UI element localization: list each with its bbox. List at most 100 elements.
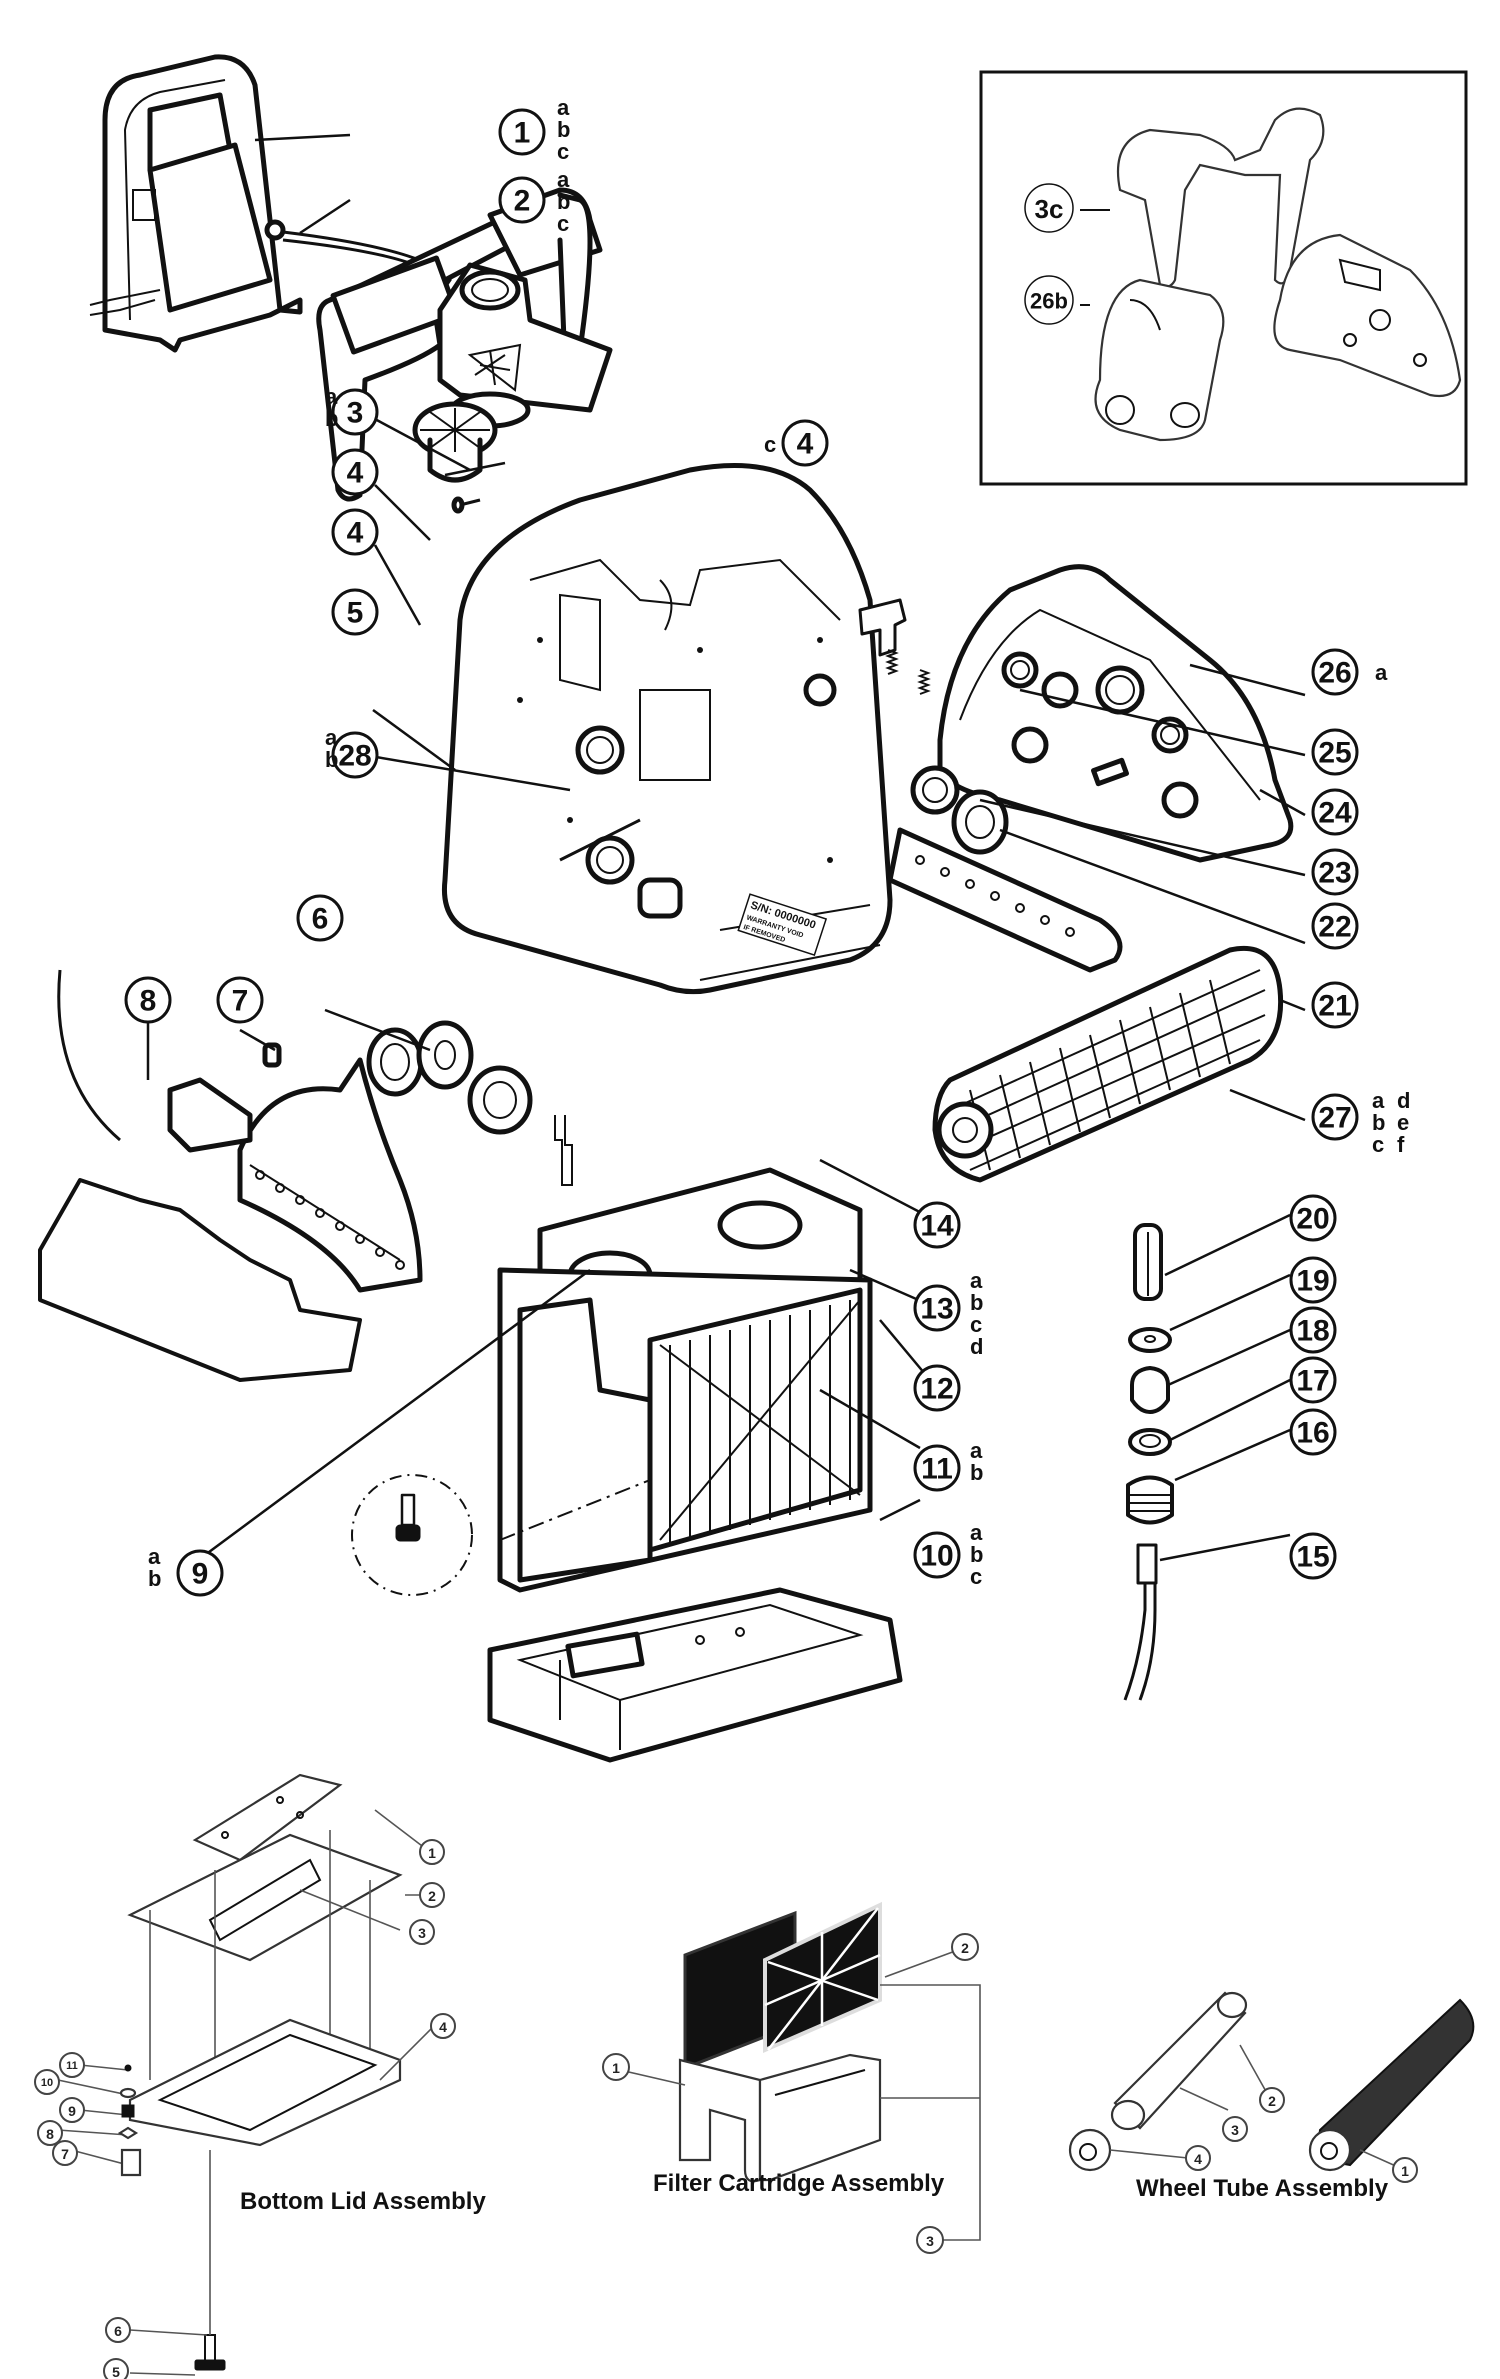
svg-text:c: c	[970, 1312, 982, 1337]
left-wheels	[366, 1020, 533, 1135]
svg-text:3: 3	[347, 397, 364, 430]
svg-text:9: 9	[68, 2103, 76, 2119]
svg-text:2: 2	[1268, 2093, 1276, 2109]
svg-text:f: f	[1397, 1132, 1405, 1157]
svg-text:b: b	[325, 406, 338, 431]
svg-text:c: c	[970, 1564, 982, 1589]
svg-text:a: a	[970, 1268, 983, 1293]
filter-pod	[497, 1167, 873, 1593]
wheel-tube-callout-2: 2	[1259, 2087, 1285, 2113]
svg-text:23: 23	[1318, 857, 1351, 890]
svg-text:3c: 3c	[1035, 194, 1064, 224]
motor-block: S/N: 0000000 WARRANTY VOID IF REMOVED	[441, 463, 893, 995]
wheel-tube-callout-1: 1	[1392, 2157, 1418, 2183]
svg-text:18: 18	[1296, 1315, 1329, 1348]
filter-cartridge-assembly-title: Filter Cartridge Assembly	[653, 2170, 945, 2197]
svg-text:20: 20	[1296, 1203, 1329, 1236]
callout-15: 15	[1289, 1532, 1337, 1580]
svg-text:10: 10	[41, 2077, 53, 2089]
svg-text:2: 2	[428, 1888, 436, 1904]
diffuser	[554, 1115, 573, 1186]
callout-25: 25	[1311, 728, 1359, 776]
bottom-lid-callout-5: 5	[103, 2358, 129, 2379]
svg-text:25: 25	[1318, 737, 1351, 770]
svg-text:c: c	[557, 139, 569, 164]
bottom-lid-callout-11: 11	[59, 2052, 85, 2078]
callout-3c: 3c	[1024, 183, 1074, 233]
svg-text:c: c	[557, 211, 569, 236]
svg-text:b: b	[557, 117, 570, 142]
check-valve-detail	[351, 1474, 473, 1596]
filter-callout-1: 1	[602, 2053, 630, 2081]
callout-26b: 26b	[1024, 275, 1074, 325]
svg-text:1: 1	[1401, 2163, 1409, 2179]
svg-text:b: b	[970, 1542, 983, 1567]
callout-16: 16	[1289, 1408, 1337, 1456]
svg-text:b: b	[557, 189, 570, 214]
bottom-lid-callout-7: 7	[52, 2140, 78, 2166]
svg-text:1: 1	[514, 117, 531, 150]
svg-text:3: 3	[418, 1925, 426, 1941]
callout-12: 12	[913, 1364, 961, 1412]
bottom-lid-callout-8: 8	[37, 2120, 63, 2146]
callout-20: 20	[1289, 1194, 1337, 1242]
callout-28: 28 a b	[325, 725, 379, 779]
svg-text:12: 12	[920, 1373, 953, 1406]
svg-text:b: b	[970, 1290, 983, 1315]
svg-text:d: d	[1397, 1088, 1410, 1113]
wheel-tube-assembly: 1 2 3 4 Wheel Tube Assembly	[1068, 1991, 1475, 2202]
svg-text:b: b	[325, 747, 338, 772]
filter-callout-3: 3	[916, 2226, 944, 2254]
right-track	[887, 827, 1123, 973]
callout-4-impeller: 4	[331, 508, 379, 556]
callout-26: 26 a	[1311, 648, 1388, 696]
svg-text:4: 4	[1194, 2151, 1202, 2167]
svg-text:11: 11	[921, 1453, 953, 1486]
bottom-lid-callout-9: 9	[59, 2097, 85, 2123]
bottom-lid-callout-6: 6	[105, 2317, 131, 2343]
svg-text:28: 28	[338, 740, 371, 773]
svg-text:17: 17	[1296, 1365, 1329, 1398]
callout-6: 6	[296, 894, 344, 942]
callout-24: 24	[1311, 788, 1359, 836]
callout-19: 19	[1289, 1256, 1337, 1304]
svg-text:a: a	[325, 725, 338, 750]
svg-text:10: 10	[920, 1540, 953, 1573]
svg-text:21: 21	[1318, 990, 1351, 1023]
svg-text:a: a	[325, 384, 338, 409]
wheel-tube-callout-4: 4	[1185, 2145, 1211, 2171]
svg-text:3: 3	[1231, 2122, 1239, 2138]
svg-text:4: 4	[347, 517, 364, 550]
bottom-lid	[487, 1587, 903, 1763]
callout-11: 11 a b	[913, 1438, 983, 1492]
svg-text:b: b	[1372, 1110, 1385, 1135]
svg-text:a: a	[1372, 1088, 1385, 1113]
springs	[885, 649, 931, 695]
svg-text:14: 14	[920, 1210, 954, 1243]
callout-4-pump: 4 c	[764, 419, 829, 467]
inset-panel	[979, 70, 1468, 486]
brush-roller	[932, 945, 1284, 1183]
svg-text:15: 15	[1296, 1541, 1329, 1574]
svg-text:4: 4	[439, 2019, 447, 2035]
wheel-tube-callout-3: 3	[1222, 2116, 1248, 2142]
svg-text:a: a	[1375, 660, 1388, 685]
swivel-stack	[1123, 1223, 1174, 1701]
callout-9: 9 a b	[148, 1544, 224, 1597]
svg-text:9: 9	[192, 1558, 209, 1591]
latch	[858, 598, 907, 657]
svg-text:c: c	[764, 432, 776, 457]
callout-2: 2 a b c	[498, 167, 570, 236]
callout-22: 22	[1311, 902, 1359, 950]
pin	[451, 496, 481, 514]
leader-lines	[146, 133, 1306, 1562]
callout-1: 1 a b c	[498, 95, 570, 164]
svg-text:3: 3	[926, 2233, 934, 2249]
svg-text:24: 24	[1318, 797, 1352, 830]
callout-4-motor: 4	[331, 448, 379, 496]
callout-7: 7	[216, 976, 264, 1024]
callout-13: 13 a b c d	[913, 1268, 983, 1359]
svg-text:a: a	[148, 1544, 161, 1569]
callout-3: 3 a b	[325, 384, 379, 436]
callout-27: 27 a b c d e f	[1311, 1088, 1410, 1157]
